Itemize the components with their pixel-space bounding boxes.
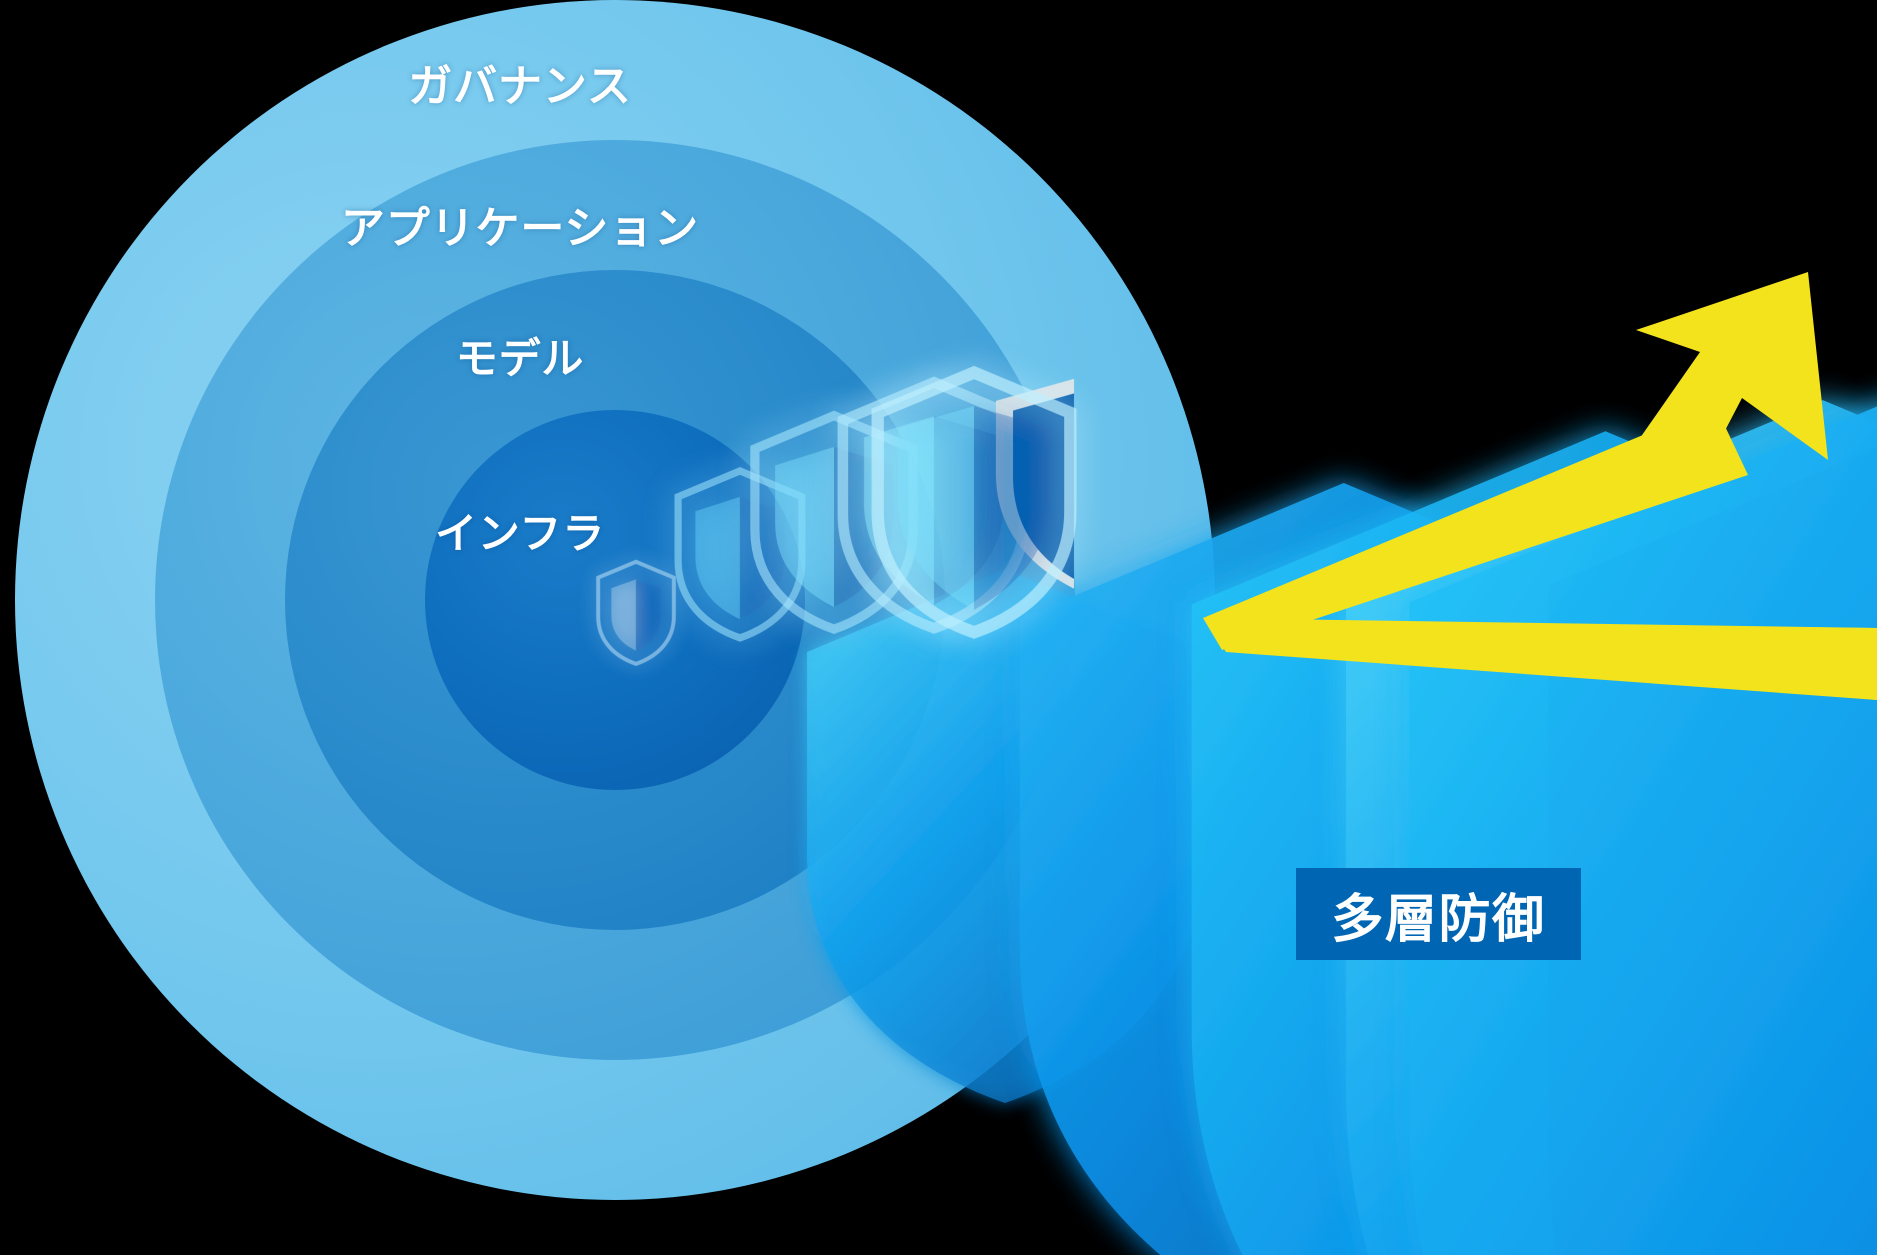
shield-layer-front [871, 365, 1877, 1255]
defense-in-depth-badge: 多層防御 [1296, 868, 1581, 960]
shield-layer-1 [596, 559, 1203, 1103]
deflected-attack-arrow [1203, 272, 1877, 700]
